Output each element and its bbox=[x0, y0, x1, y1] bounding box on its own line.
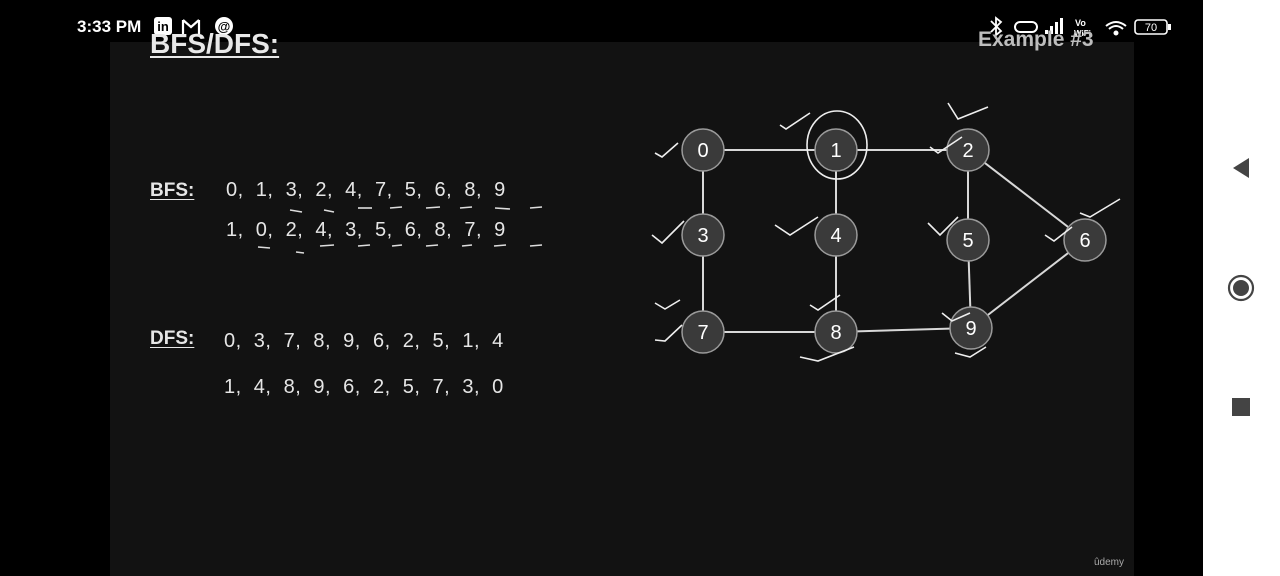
svg-text:7: 7 bbox=[697, 322, 708, 344]
slide-title: BFS/DFS: bbox=[150, 28, 280, 59]
status-right-icons: Vo WiFi 70 bbox=[990, 16, 1171, 38]
graph-node-5: 5 bbox=[946, 218, 990, 262]
back-button[interactable] bbox=[1223, 150, 1259, 186]
bluetooth-icon bbox=[990, 16, 1003, 37]
bfs-label: BFS: bbox=[150, 180, 195, 201]
linkedin-icon: in bbox=[154, 17, 172, 35]
graph-node-3: 3 bbox=[681, 213, 725, 257]
graph-edges bbox=[702, 149, 1086, 333]
svg-text:3: 3 bbox=[697, 225, 708, 247]
battery-icon: 70 bbox=[1134, 19, 1171, 35]
svg-text:2: 2 bbox=[962, 140, 973, 162]
edge-2-6 bbox=[967, 149, 1086, 241]
edge-8-9 bbox=[835, 327, 972, 333]
edge-6-9 bbox=[970, 239, 1086, 329]
graph-node-4: 4 bbox=[814, 213, 858, 257]
svg-text:4: 4 bbox=[830, 225, 841, 247]
graph-node-0: 0 bbox=[681, 128, 725, 172]
checkmark-annotations bbox=[651, 102, 1121, 362]
graph-node-6: 6 bbox=[1063, 218, 1107, 262]
graph-node-1: 1 bbox=[814, 128, 858, 172]
recents-button[interactable] bbox=[1223, 389, 1259, 425]
svg-text:0: 0 bbox=[697, 140, 708, 162]
wifi-icon bbox=[1105, 21, 1127, 36]
bfs-row-2: 1, 0, 2, 4, 3, 5, 6, 8, 7, 9 bbox=[226, 219, 506, 241]
svg-text:9: 9 bbox=[965, 318, 976, 340]
svg-text:1: 1 bbox=[830, 140, 841, 162]
svg-text:@: @ bbox=[218, 19, 231, 34]
vowifi-icon bbox=[1014, 21, 1038, 33]
udemy-watermark: ûdemy bbox=[1094, 557, 1125, 568]
bfs-row-1: 0, 1, 3, 2, 4, 7, 5, 6, 8, 9 bbox=[226, 179, 506, 201]
dfs-row-1: 0, 3, 7, 8, 9, 6, 2, 5, 1, 4 bbox=[224, 330, 504, 352]
dfs-row-2: 1, 4, 8, 9, 6, 2, 5, 7, 3, 0 bbox=[224, 376, 504, 398]
vo-label: Vo bbox=[1075, 18, 1086, 28]
recents-square-icon bbox=[1232, 398, 1250, 416]
graph-diagram: 0 1 2 3 4 5 6 7 8 9 bbox=[651, 102, 1121, 362]
navigation-bar bbox=[1203, 0, 1280, 576]
underline-annotations bbox=[257, 206, 543, 254]
wifi-label: WiFi bbox=[1074, 29, 1091, 38]
home-circle-icon bbox=[1227, 274, 1255, 302]
battery-level: 70 bbox=[1145, 22, 1157, 34]
graph-node-8: 8 bbox=[814, 310, 858, 354]
home-button[interactable] bbox=[1223, 270, 1259, 306]
back-triangle-icon bbox=[1233, 158, 1249, 178]
graph-node-9: 9 bbox=[949, 306, 993, 350]
signal-icon bbox=[1045, 18, 1063, 34]
graph-node-2: 2 bbox=[946, 128, 990, 172]
svg-text:in: in bbox=[157, 19, 169, 34]
dfs-label: DFS: bbox=[150, 328, 195, 349]
svg-text:6: 6 bbox=[1079, 230, 1090, 252]
status-left-icons: in @ bbox=[154, 17, 233, 35]
status-time: 3:33 PM bbox=[77, 17, 142, 36]
graph-node-7: 7 bbox=[681, 310, 725, 354]
threads-icon: @ bbox=[215, 17, 233, 35]
svg-text:8: 8 bbox=[830, 322, 841, 344]
svg-text:5: 5 bbox=[962, 230, 973, 252]
example-label: Example #3 bbox=[978, 28, 1094, 51]
gmail-icon bbox=[181, 19, 201, 34]
circle-annotation-node-1 bbox=[806, 110, 868, 180]
